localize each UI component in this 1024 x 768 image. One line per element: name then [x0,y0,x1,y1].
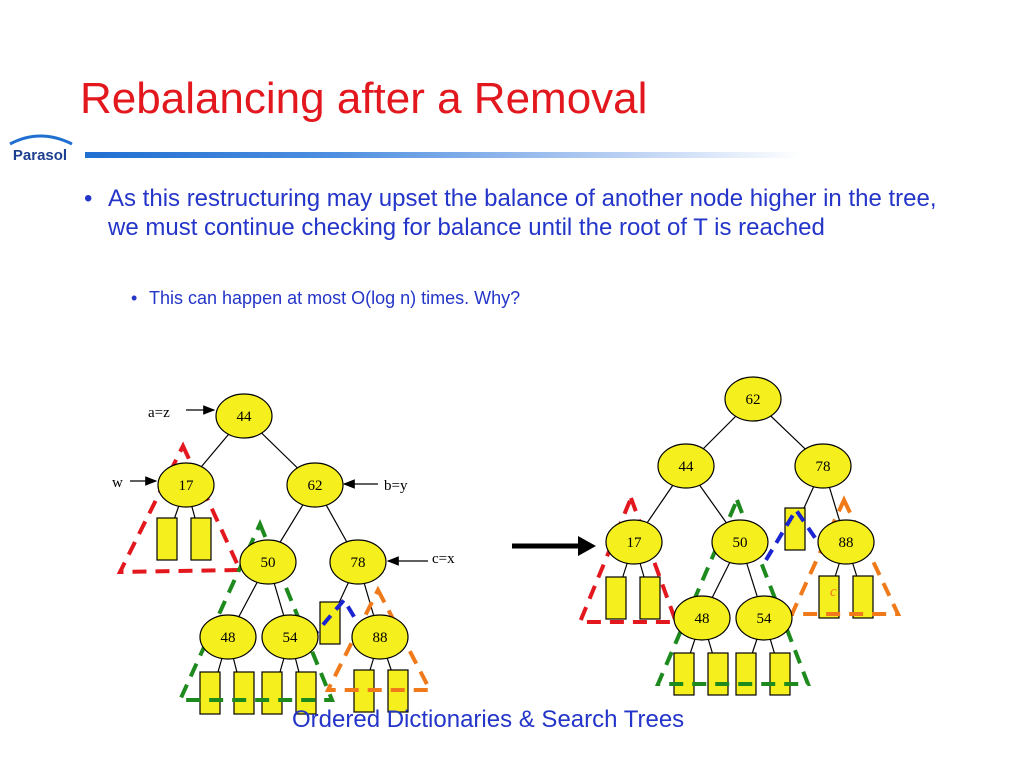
blue-subtree-marker [764,506,824,562]
leaf [639,576,661,620]
svg-text:17: 17 [627,535,643,551]
leaf [199,671,221,715]
leaf [319,601,341,645]
parasol-logo: Parasol [4,130,76,170]
leaf [673,652,695,696]
svg-text:54: 54 [757,611,773,627]
leaf [818,575,840,619]
green-subtree-triangle [176,518,335,702]
title-rule [85,152,801,158]
label-c-right: c [830,584,837,600]
bullet-text: As this restructuring may upset the bala… [108,185,937,241]
tree-node: 54 [735,595,793,641]
bullet-marker: • [84,185,93,212]
tree-node: 78 [794,443,852,489]
tree-node: 48 [673,595,731,641]
slide-footer: Ordered Dictionaries & Search Trees [292,706,685,733]
tree-node: 50 [711,519,769,565]
bullet-sub: • This can happen at most O(log n) times… [131,287,831,309]
tree-node: 17 [605,519,663,565]
logo-text: Parasol [13,147,67,164]
svg-text:88: 88 [373,630,388,646]
tree-node: 48 [199,614,257,660]
svg-text:54: 54 [283,630,299,646]
tree-node: 44 [215,393,273,439]
svg-text:48: 48 [695,611,710,627]
leaf [261,671,283,715]
tree-node: 62 [724,376,782,422]
svg-text:62: 62 [746,392,761,408]
leaf [707,652,729,696]
leaf [784,507,806,551]
leaf [233,671,255,715]
leaf [295,671,317,715]
svg-text:78: 78 [816,459,831,475]
left-tree: 44 17 62 50 78 48 54 88 a=z w b=y [112,393,455,715]
label-c: c=x [432,551,455,567]
bullet-main: • As this restructuring may upset the ba… [84,184,944,242]
tree-node: 62 [286,462,344,508]
svg-text:17: 17 [179,478,195,494]
left-tree-leaves [156,517,409,715]
right-tree-nodes: 62 44 78 17 50 88 48 54 [605,376,875,641]
svg-text:62: 62 [308,478,323,494]
tree-node: 78 [329,539,387,585]
leaf [190,517,212,561]
transform-arrow [512,536,596,556]
left-tree-nodes: 44 17 62 50 78 48 54 88 [157,393,409,660]
svg-text:88: 88 [839,535,854,551]
svg-text:50: 50 [733,535,748,551]
bullet-marker: • [131,288,138,308]
tree-node: 88 [351,614,409,660]
tree-node: 44 [657,443,715,489]
label-b: b=y [384,478,408,494]
tree-node: 54 [261,614,319,660]
leaf [735,652,757,696]
tree-node: 50 [239,539,297,585]
label-w: w [112,475,123,491]
tree-node: 17 [157,462,215,508]
svg-text:48: 48 [221,630,236,646]
right-tree: 62 44 78 17 50 88 48 54 c [577,376,902,696]
svg-text:44: 44 [679,459,695,475]
red-subtree-triangle [116,441,244,575]
label-a: a=z [148,405,170,421]
left-tree-annotations: a=z w b=y c=x [112,405,455,567]
svg-text:78: 78 [351,555,366,571]
bullet-text: This can happen at most O(log n) times. … [149,288,521,308]
leaf [769,652,791,696]
leaf [156,517,178,561]
leaf [605,576,627,620]
svg-text:50: 50 [261,555,276,571]
tree-node: 88 [817,519,875,565]
svg-text:44: 44 [237,409,253,425]
slide-title: Rebalancing after a Removal [80,74,648,123]
green-subtree-triangle [654,494,811,686]
leaf [852,575,874,619]
